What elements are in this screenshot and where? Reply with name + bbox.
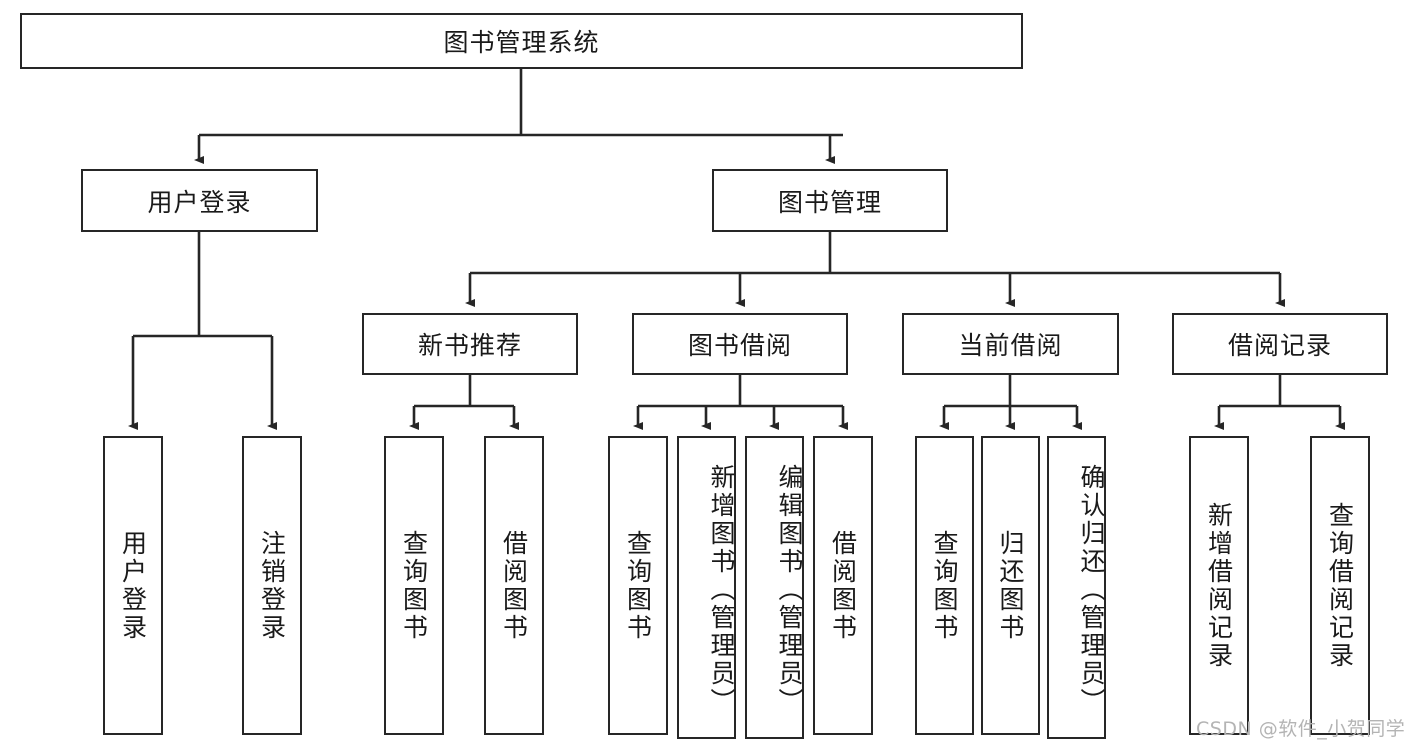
leaf-rec-borrow-book-label: 借阅图书 <box>499 529 529 642</box>
leaf-bb-borrow-book-label: 借阅图书 <box>828 529 858 642</box>
leaf-cb-confirm-return-label: 确认归还（管理员） <box>1077 463 1106 716</box>
leaf-br-add-record-label: 新增借阅记录 <box>1204 501 1234 670</box>
leaf-cb-return-book-label: 归还图书 <box>996 529 1025 642</box>
leaf-bb-add-book-label: 新增图书（管理员） <box>707 463 736 716</box>
leaf-cb-query-book[interactable]: 查询图书 <box>915 436 974 735</box>
leaf-bb-edit-book-label: 编辑图书（管理员） <box>775 463 804 716</box>
node-book-management[interactable]: 图书管理 <box>712 169 948 232</box>
leaf-logout[interactable]: 注销登录 <box>242 436 302 735</box>
leaf-br-add-record[interactable]: 新增借阅记录 <box>1189 436 1249 735</box>
node-current-borrow-label: 当前借阅 <box>958 331 1063 360</box>
node-book-management-label: 图书管理 <box>777 187 882 217</box>
leaf-cb-query-book-label: 查询图书 <box>930 529 959 642</box>
node-root[interactable]: 图书管理系统 <box>20 13 1023 69</box>
leaf-user-login[interactable]: 用户登录 <box>103 436 163 735</box>
leaf-rec-borrow-book[interactable]: 借阅图书 <box>484 436 544 735</box>
node-root-label: 图书管理系统 <box>443 28 600 57</box>
node-current-borrow[interactable]: 当前借阅 <box>902 313 1119 375</box>
leaf-rec-query-book-label: 查询图书 <box>399 529 429 642</box>
leaf-rec-query-book[interactable]: 查询图书 <box>384 436 444 735</box>
node-borrow-record[interactable]: 借阅记录 <box>1172 313 1388 375</box>
leaf-br-query-record[interactable]: 查询借阅记录 <box>1310 436 1370 735</box>
leaf-cb-return-book[interactable]: 归还图书 <box>981 436 1040 735</box>
leaf-bb-add-book[interactable]: 新增图书（管理员） <box>677 436 736 739</box>
leaf-bb-query-book-label: 查询图书 <box>623 529 653 642</box>
leaf-bb-borrow-book[interactable]: 借阅图书 <box>813 436 873 735</box>
csdn-watermark: CSDN @软件_小贺同学 <box>1196 718 1405 740</box>
node-user-login[interactable]: 用户登录 <box>81 169 318 232</box>
leaf-bb-query-book[interactable]: 查询图书 <box>608 436 668 735</box>
node-new-book-recommend[interactable]: 新书推荐 <box>362 313 578 375</box>
leaf-bb-edit-book[interactable]: 编辑图书（管理员） <box>745 436 804 739</box>
leaf-logout-label: 注销登录 <box>257 529 287 642</box>
node-borrow-record-label: 借阅记录 <box>1227 331 1332 360</box>
node-book-borrow[interactable]: 图书借阅 <box>632 313 848 375</box>
node-new-book-recommend-label: 新书推荐 <box>417 331 522 360</box>
node-book-borrow-label: 图书借阅 <box>687 331 792 360</box>
leaf-br-query-record-label: 查询借阅记录 <box>1325 501 1355 670</box>
leaf-cb-confirm-return[interactable]: 确认归还（管理员） <box>1047 436 1106 739</box>
leaf-user-login-label: 用户登录 <box>118 529 148 642</box>
node-user-login-label: 用户登录 <box>147 187 252 217</box>
